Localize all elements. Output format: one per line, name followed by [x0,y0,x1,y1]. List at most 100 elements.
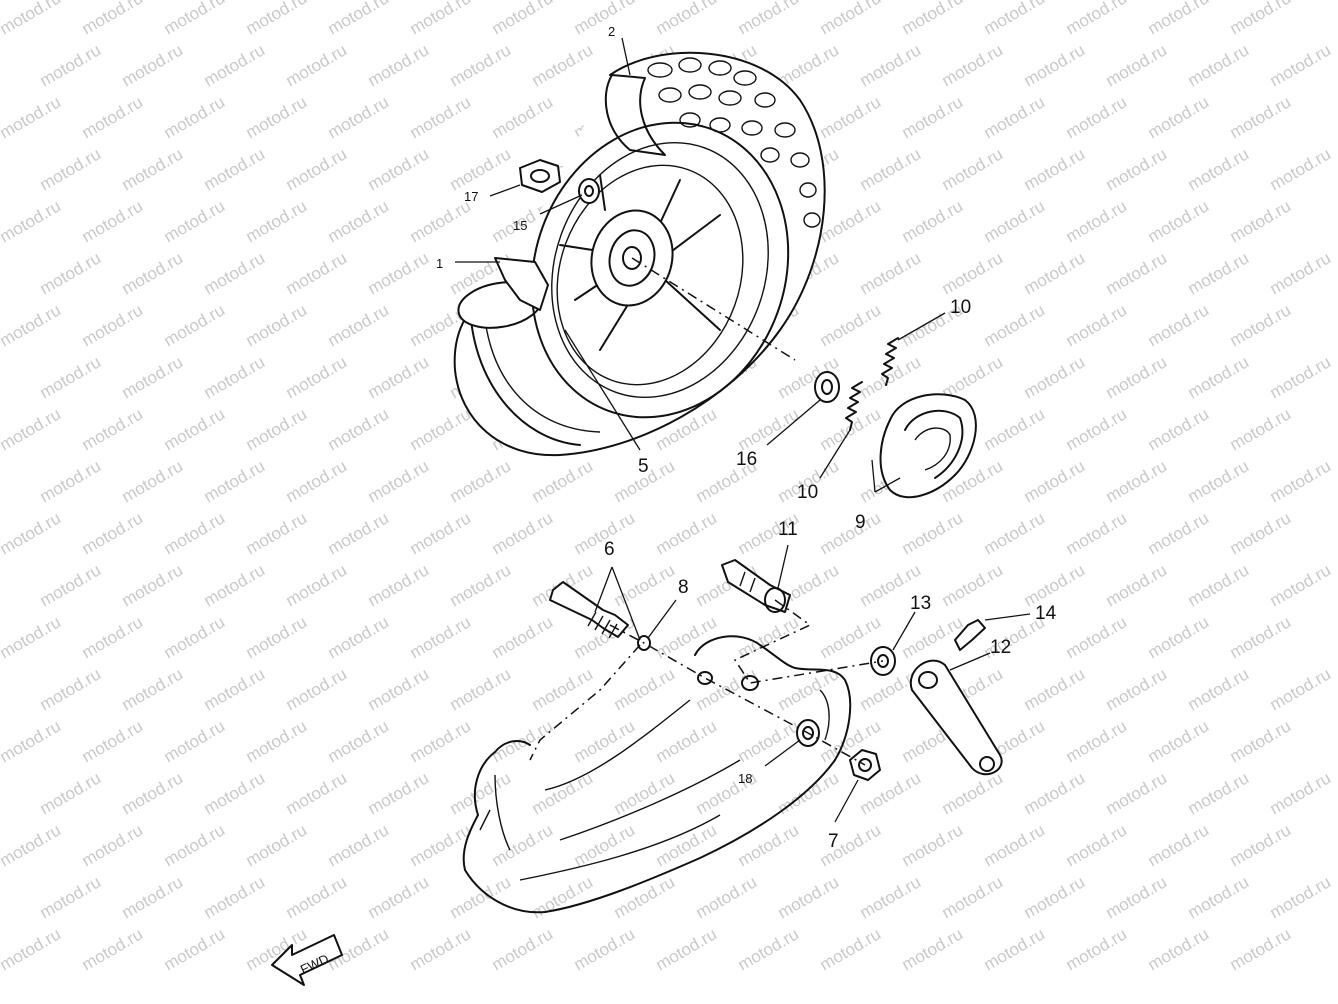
watermark-text: motod.ru [243,300,311,350]
watermark-text: motod.ru [981,924,1049,974]
watermark-text: motod.ru [1063,924,1131,974]
watermark-text: motod.ru [529,664,597,714]
watermark-text: motod.ru [161,924,229,974]
watermark-text: motod.ru [1267,456,1335,506]
watermark-text: motod.ru [611,664,679,714]
watermark-text: motod.ru [79,300,147,350]
watermark-text: motod.ru [571,0,639,38]
watermark-text: motod.ru [1227,924,1295,974]
watermark-text: motod.ru [119,872,187,922]
watermark-text: motod.ru [119,456,187,506]
watermark-text: motod.ru [243,92,311,142]
watermark-text: motod.ru [161,612,229,662]
watermark-text: motod.ru [0,0,64,38]
watermark-text: motod.ru [1063,196,1131,246]
brake-arm [909,659,1003,775]
watermark-text: motod.ru [1021,248,1089,298]
callout-17: 17 [464,189,478,204]
watermark-text: motod.ru [817,300,885,350]
watermark-text: motod.ru [981,300,1049,350]
callout-5: 5 [638,456,649,477]
watermark-text: motod.ru [1227,196,1295,246]
watermark-text: motod.ru [817,924,885,974]
callout-labels: 2 1 17 15 5 16 10 10 9 6 8 11 13 14 12 1… [436,24,1057,852]
watermark-text: motod.ru [325,820,393,870]
watermark-text: motod.ru [857,248,925,298]
watermark-text: motod.ru [1185,248,1253,298]
watermark-text: motod.ru [489,612,557,662]
watermark-text: motod.ru [161,300,229,350]
watermark-text: motod.ru [365,352,433,402]
watermark-text: motod.ru [899,924,967,974]
watermark-text: motod.ru [735,404,803,454]
leader-lines [455,37,1031,823]
watermark-text: motod.ru [201,352,269,402]
watermark-text: motod.ru [37,248,105,298]
watermark-text: motod.ru [1227,508,1295,558]
watermark-text: motod.ru [1267,40,1335,90]
watermark-text: motod.ru [283,456,351,506]
watermark-text: motod.ru [857,144,925,194]
watermark-text: motod.ru [1145,820,1213,870]
watermark-text: motod.ru [1145,92,1213,142]
watermark-text: motod.ru [529,456,597,506]
watermark-text: motod.ru [981,196,1049,246]
watermark-text: motod.ru [0,300,64,350]
watermark-text: motod.ru [325,716,393,766]
watermark-text: motod.ru [1267,872,1335,922]
watermark-text: motod.ru [201,144,269,194]
watermark-text: motod.ru [161,716,229,766]
watermark-text: motod.ru [571,820,639,870]
watermark-text: motod.ru [37,768,105,818]
watermark-text: motod.ru [37,144,105,194]
watermark-text: motod.ru [899,508,967,558]
watermark-text: motod.ru [243,612,311,662]
watermark-text: motod.ru [1103,352,1171,402]
watermark-text: motod.ru [37,664,105,714]
watermark-text: motod.ru [283,560,351,610]
watermark-text: motod.ru [161,92,229,142]
watermark-text: motod.ru [79,196,147,246]
watermark-text: motod.ru [653,0,721,38]
watermark-text: motod.ru [611,872,679,922]
watermark-text: motod.ru [981,92,1049,142]
watermark-text: motod.ru [571,716,639,766]
watermark-text: motod.ru [201,248,269,298]
watermark-text: motod.ru [119,144,187,194]
watermark-text: motod.ru [489,820,557,870]
watermark-text: motod.ru [653,508,721,558]
watermark-text: motod.ru [1227,716,1295,766]
watermark-text: motod.ru [1145,716,1213,766]
watermark-text: motod.ru [79,0,147,38]
watermark-text: motod.ru [325,404,393,454]
watermark-text: motod.ru [1185,456,1253,506]
watermark-text: motod.ru [447,768,515,818]
watermark-text: motod.ru [447,664,515,714]
stud-bolt [549,581,629,639]
watermark-text: motod.ru [1103,560,1171,610]
rear-wheel [453,51,826,457]
watermark-text: motod.ru [1063,820,1131,870]
watermark-text: motod.ru [1185,560,1253,610]
spring-upper [881,337,899,386]
watermark-text: motod.ru [775,872,843,922]
watermark-text: motod.ru [1063,716,1131,766]
watermark-text: motod.ru [161,196,229,246]
watermark-text: motod.ru [775,768,843,818]
callout-7: 7 [828,831,839,852]
callout-9: 9 [855,512,866,533]
watermark-text: motod.ru [1145,0,1213,38]
watermark-text: motod.ru [283,144,351,194]
watermark-text: motod.ru [1145,612,1213,662]
watermark-text: motod.ru [939,40,1007,90]
watermark-text: motod.ru [1227,404,1295,454]
watermark-text: motod.ru [1145,924,1213,974]
watermark-text: motod.ru [939,248,1007,298]
o-ring-right [741,675,759,691]
watermark-text: motod.ru [817,92,885,142]
watermark-text: motod.ru [407,404,475,454]
watermark-text: motod.ru [1103,664,1171,714]
watermark-text: motod.ru [529,872,597,922]
watermark-text: motod.ru [283,352,351,402]
callout-11: 11 [778,519,798,540]
